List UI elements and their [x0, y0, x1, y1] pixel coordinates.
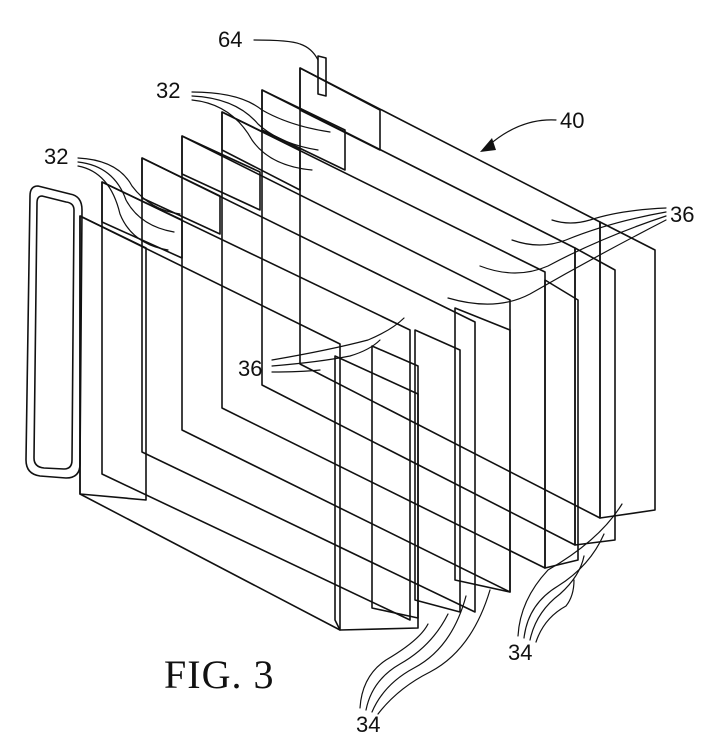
- sheet-front: [79, 215, 419, 631]
- leader-lines: [77, 39, 667, 715]
- reference-labels: 64 32 32 40 36 36 34 34: [44, 27, 694, 737]
- ref-34-bottom: 34: [356, 712, 380, 737]
- ref-36-right: 36: [670, 202, 694, 227]
- ref-40: 40: [560, 108, 584, 133]
- ref-32-left: 32: [44, 144, 68, 169]
- ref-34-right: 34: [508, 640, 532, 665]
- sheet-mid-1: [181, 135, 511, 593]
- cell-stack: [79, 55, 656, 631]
- sheet-back-3: [221, 111, 579, 569]
- figure-caption: FIG. 3: [164, 652, 274, 697]
- sheet-mid-2: [141, 157, 476, 613]
- terminal-tab: [317, 55, 327, 97]
- ref-64: 64: [218, 27, 242, 52]
- sheet-back-2: [261, 89, 616, 546]
- frame-gasket: [25, 185, 83, 479]
- ref-36-mid: 36: [238, 356, 262, 381]
- ref-32-top: 32: [156, 78, 180, 103]
